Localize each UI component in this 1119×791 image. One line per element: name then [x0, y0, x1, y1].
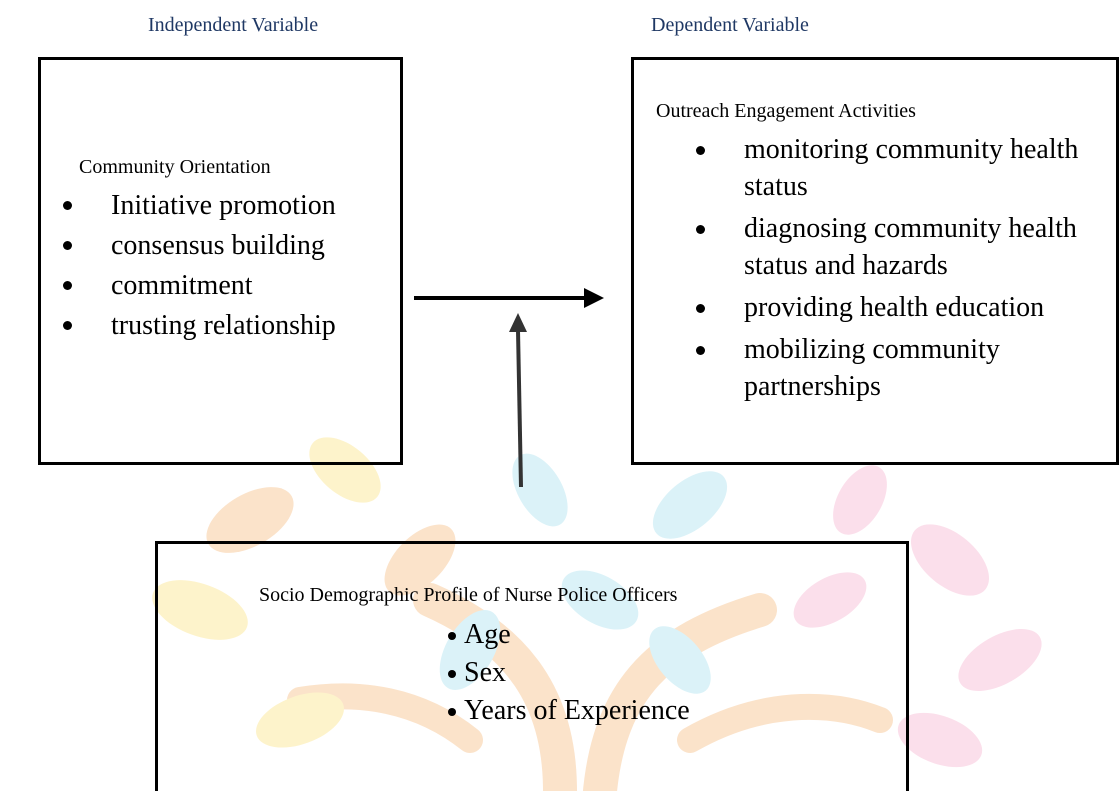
list-item: trusting relationship [41, 306, 401, 346]
list-item: Initiative promotion [41, 186, 401, 226]
list-item: Years of Experience [448, 692, 868, 730]
independent-variable-box: Community Orientation Initiative promoti… [38, 57, 403, 465]
dependent-variable-box: Outreach Engagement Activities monitorin… [631, 57, 1119, 465]
demographic-box-title: Socio Demographic Profile of Nurse Polic… [259, 584, 678, 606]
independent-box-title: Community Orientation [79, 156, 271, 178]
list-item: monitoring community health status [674, 131, 1104, 205]
demographic-profile-box: Socio Demographic Profile of Nurse Polic… [155, 541, 909, 791]
dependent-variable-heading: Dependent Variable [651, 14, 809, 36]
independent-items-list: Initiative promotion consensus building … [41, 186, 401, 346]
list-item: consensus building [41, 226, 401, 266]
list-item: Sex [448, 654, 868, 692]
list-item: mobilizing community partnerships [674, 331, 1104, 405]
list-item: commitment [41, 266, 401, 306]
list-item: Age [448, 616, 868, 654]
list-item: providing health education [674, 289, 1104, 326]
dependent-items-list: monitoring community health status diagn… [674, 131, 1104, 410]
independent-variable-heading: Independent Variable [148, 14, 319, 36]
dependent-box-title: Outreach Engagement Activities [656, 100, 916, 122]
list-item: diagnosing community health status and h… [674, 210, 1104, 284]
demographic-items-list: Age Sex Years of Experience [448, 616, 868, 730]
